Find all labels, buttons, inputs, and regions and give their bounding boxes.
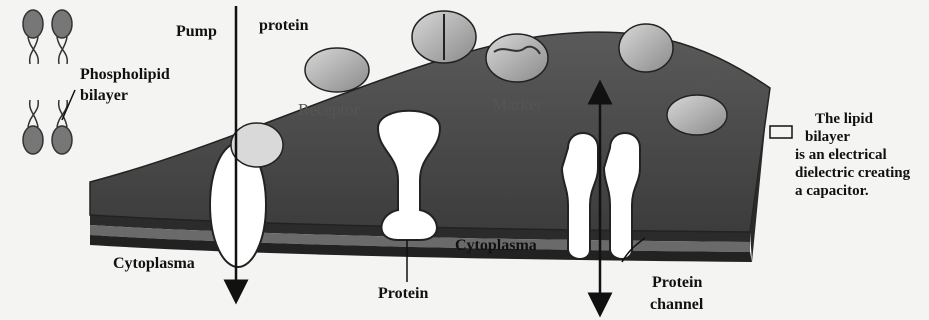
receptor-left-bump bbox=[305, 48, 369, 92]
marker-bump bbox=[486, 34, 548, 82]
protein-top-label: protein bbox=[259, 18, 308, 34]
pump-label: Pump bbox=[176, 24, 217, 40]
bilayer-label: bilayer bbox=[80, 88, 128, 104]
annotation-line: is an electrical bbox=[795, 146, 910, 164]
receptor-right-label: Receptor bbox=[668, 66, 729, 83]
phospholipid-molecule-icon bbox=[52, 10, 72, 154]
protein-bottom-label: Protein bbox=[378, 286, 428, 302]
annotation-line: The lipid bbox=[795, 110, 910, 128]
protein-channel-label-line1: Protein bbox=[652, 275, 702, 291]
cytoplasma-left-label: Cytoplasma bbox=[113, 256, 195, 272]
annotation-line: dielectric creating bbox=[795, 164, 910, 182]
phospholipid-icons bbox=[23, 10, 72, 154]
receptor-right-bump bbox=[667, 95, 727, 135]
phospholipid-molecule-icon bbox=[23, 10, 43, 154]
receptor-right-bump-top bbox=[619, 24, 673, 72]
phospholipid-label: Phospholipid bbox=[80, 67, 170, 83]
cytoplasma-right-label: Cytoplasma bbox=[455, 238, 537, 254]
protein-channel-label-line2: channel bbox=[650, 297, 703, 313]
receptor-left-label: Receptor bbox=[298, 101, 359, 118]
annotation-line: a capacitor. bbox=[795, 182, 910, 200]
annotation-line: bilayer bbox=[795, 128, 910, 146]
lipid-bilayer-annotation: The lipid bilayer is an electrical diele… bbox=[795, 110, 910, 200]
marker-label: Marker bbox=[492, 96, 542, 113]
